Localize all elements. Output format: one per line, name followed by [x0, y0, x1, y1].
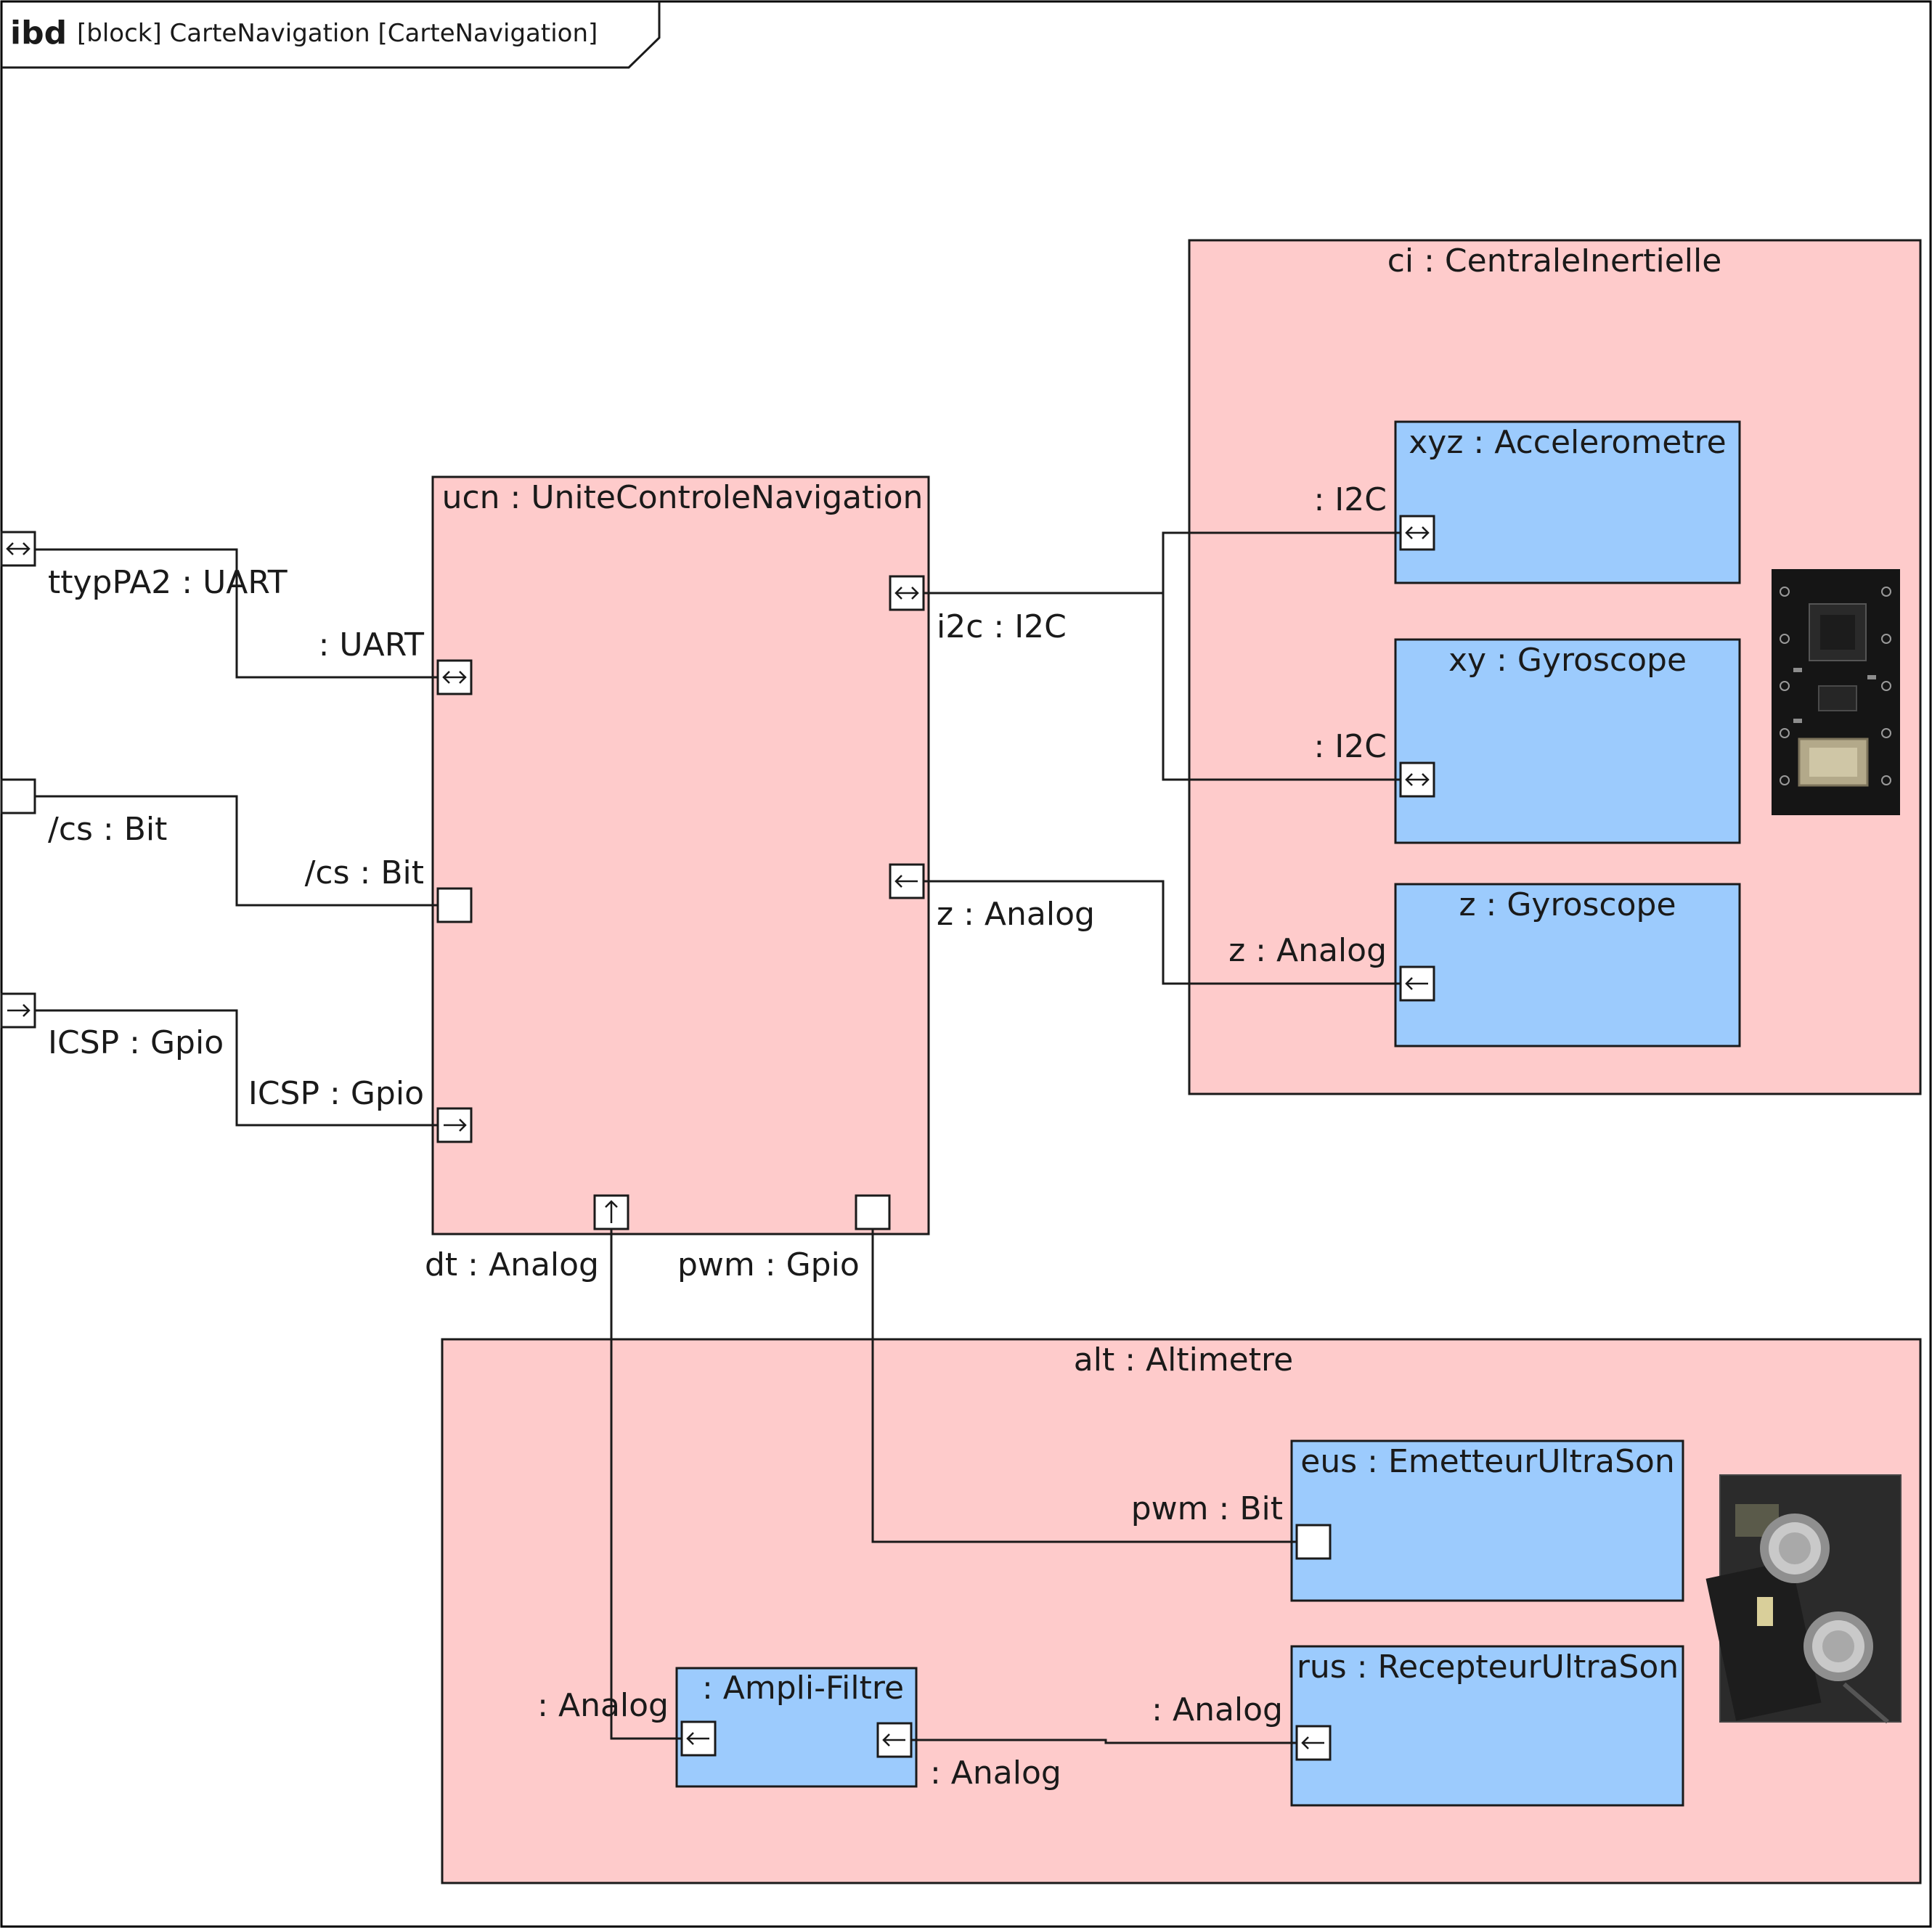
part-eus-title: eus : EmetteurUltraSon	[1300, 1443, 1674, 1480]
port-icsp-ucn[interactable]	[436, 1107, 473, 1143]
port-dt-ucn[interactable]	[593, 1194, 629, 1230]
port-cs-ucn[interactable]	[436, 887, 473, 923]
label-analog-rus: : Analog	[1152, 1691, 1283, 1728]
connector-icsp[interactable]	[35, 1009, 438, 1127]
port-ttyp-outer[interactable]	[0, 531, 36, 567]
port-i2c-xyz[interactable]	[1399, 515, 1435, 551]
label-i2c-xy: : I2C	[1313, 728, 1387, 765]
part-eus[interactable]: eus : EmetteurUltraSon	[1290, 1439, 1684, 1602]
connector-z-analog[interactable]	[924, 880, 1401, 985]
label-i2c-ucn: i2c : I2C	[937, 608, 1067, 645]
connector-pwm[interactable]	[871, 1227, 1297, 1543]
port-analog-rus[interactable]	[1295, 1725, 1332, 1761]
part-ci-title: ci : CentraleInertielle	[1387, 242, 1722, 279]
part-xyz-title: xyz : Accelerometre	[1409, 424, 1726, 461]
part-rus-title: rus : RecepteurUltraSon	[1297, 1649, 1679, 1686]
frame-keyword: ibd	[10, 15, 67, 52]
part-ucn[interactable]: ucn : UniteControleNavigation	[431, 475, 930, 1235]
part-alt-title: alt : Altimetre	[1074, 1341, 1293, 1378]
connector-analog-rus[interactable]	[911, 1739, 1297, 1744]
part-xy[interactable]: xy : Gyroscope	[1394, 638, 1741, 844]
port-cs-outer[interactable]	[0, 778, 36, 814]
port-pwm-ucn[interactable]	[855, 1194, 891, 1230]
port-i2c-ucn[interactable]	[889, 575, 925, 611]
imu-board-photo	[1772, 569, 1900, 815]
frame-title: [block] CarteNavigation [CarteNavigation…	[77, 19, 598, 48]
label-z-ucn: z : Analog	[937, 896, 1095, 933]
label-uart-ucn: : UART	[319, 626, 424, 663]
part-ucn-title: ucn : UniteControleNavigation	[442, 479, 924, 516]
connector-uart[interactable]	[35, 548, 438, 679]
part-z-gyro-title: z : Gyroscope	[1459, 886, 1676, 923]
connectors	[35, 531, 1401, 1744]
part-xyz[interactable]: xyz : Accelerometre	[1394, 420, 1741, 584]
label-ampli-out: : Analog	[930, 1755, 1061, 1792]
port-ampli-out[interactable]	[876, 1722, 913, 1758]
label-cs-outer: /cs : Bit	[48, 811, 167, 848]
port-z-gyro[interactable]	[1399, 965, 1435, 1002]
label-pwm-ucn: pwm : Gpio	[677, 1246, 860, 1283]
part-alt[interactable]: alt : Altimetre	[441, 1338, 1922, 1884]
connector-cs[interactable]	[35, 795, 438, 907]
connector-i2c-xy[interactable]	[1162, 593, 1401, 781]
connector-i2c-xyz[interactable]	[924, 531, 1401, 595]
label-i2c-xyz: : I2C	[1313, 481, 1387, 518]
port-ampli-in[interactable]	[680, 1720, 717, 1757]
port-i2c-xy[interactable]	[1399, 761, 1435, 798]
label-pwm-eus: pwm : Bit	[1131, 1490, 1283, 1527]
label-cs-ucn: /cs : Bit	[305, 854, 424, 891]
label-icsp-outer: ICSP : Gpio	[48, 1024, 224, 1061]
part-xy-title: xy : Gyroscope	[1448, 642, 1687, 679]
port-uart-ucn[interactable]	[436, 659, 473, 695]
label-ampli-in: : Analog	[537, 1687, 669, 1724]
part-ampli-title: : Ampli-Filtre	[702, 1670, 904, 1707]
frame-header-tab	[1, 1, 661, 69]
part-rus[interactable]: rus : RecepteurUltraSon	[1290, 1645, 1684, 1807]
port-z-ucn[interactable]	[889, 863, 925, 899]
part-ampli-filtre[interactable]: : Ampli-Filtre	[675, 1667, 918, 1788]
label-icsp-ucn: ICSP : Gpio	[248, 1075, 424, 1112]
label-ttyp-outer: ttypPA2 : UART	[48, 564, 288, 601]
label-z-gyro: z : Analog	[1228, 932, 1387, 969]
part-z-gyro[interactable]: z : Gyroscope	[1394, 883, 1741, 1047]
port-icsp-outer[interactable]	[0, 992, 36, 1029]
label-dt-ucn: dt : Analog	[425, 1246, 599, 1283]
connector-dt-analog[interactable]	[610, 1227, 682, 1740]
port-pwm-eus[interactable]	[1295, 1524, 1332, 1560]
ultrasonic-sensor-photo	[1705, 1474, 1902, 1724]
